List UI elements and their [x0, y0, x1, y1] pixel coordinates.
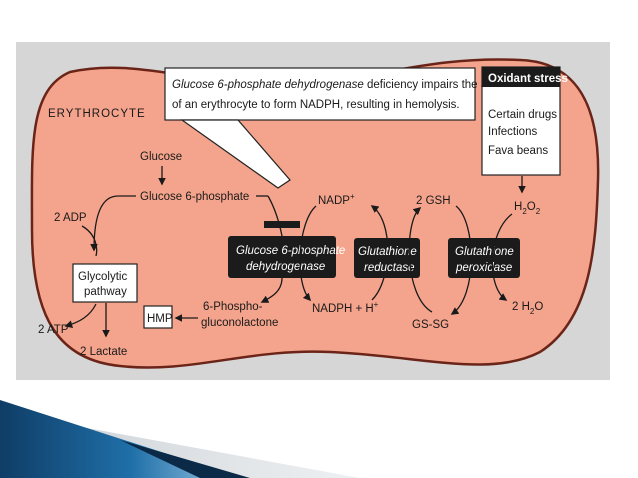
h2o2-label: H2O2: [514, 201, 541, 216]
callout-box: [164, 67, 476, 121]
h2o2-h: H: [514, 201, 522, 213]
nadp-label: NADP+: [318, 192, 355, 207]
h2o2-sub1: 2: [522, 207, 527, 216]
callout-pointer: [180, 119, 291, 189]
callout-line-2: of an erythrocyte to form NADPH, resulti…: [172, 99, 460, 111]
atp-label: 2 ATP: [38, 324, 69, 336]
slide-accent-dark: [120, 440, 250, 478]
callout-line-1: Glucose 6-phosphate dehydrogenase defici…: [172, 79, 510, 91]
glycolytic-label-2: pathway: [84, 286, 127, 298]
nadph-sup: +: [374, 300, 379, 309]
h2o2-sub2: 2: [536, 207, 541, 216]
gr-label-1: Glutathione: [358, 246, 417, 258]
gssg-label: GS-SG: [412, 319, 449, 331]
gp-label-2: peroxidase: [455, 262, 512, 274]
gssg-to-gsh-arrow: [408, 206, 433, 313]
glycolytic-label-1: Glycolytic: [78, 271, 127, 283]
gp-label-1: Glutathione: [455, 246, 514, 258]
hmp-label: HMP: [147, 313, 173, 325]
oxidant-header: [482, 67, 560, 87]
nadp-sup: +: [350, 192, 355, 201]
h2o-label: 2 H2O: [512, 301, 543, 316]
lactate-label: 2 Lactate: [80, 346, 127, 358]
adp-label: 2 ADP: [54, 212, 87, 224]
g6pd-label-1: Glucose 6-phosphate: [236, 245, 345, 257]
g6pd-label-2: dehydrogenase: [246, 261, 325, 273]
cell-label: ERYTHROCYTE: [48, 108, 146, 120]
gr-label-2: reductase: [364, 262, 415, 274]
atp-arrow: [64, 303, 97, 329]
h2o2-to-h2o-arrow: [491, 213, 513, 301]
hmp-box: [143, 305, 173, 329]
glucose-label: Glucose: [140, 151, 182, 163]
nadph-label: NADPH + H+: [312, 300, 379, 315]
nadp-text: NADP: [318, 195, 350, 207]
oxidant-item: Fava beans: [488, 145, 548, 157]
oxidant-item: Infections: [488, 126, 537, 138]
nadp-to-nadph-arrow: [299, 205, 317, 302]
nadph-text: NADPH + H: [312, 303, 374, 315]
h2o2-o: O: [527, 201, 536, 213]
callout-line-1-italic: Glucose 6-phosphate dehydrogenase: [172, 79, 364, 91]
h2o-sub: 2: [530, 307, 535, 316]
enzyme-glutathione-peroxidase: [448, 238, 520, 278]
g6pd-flow-arrow: [262, 195, 283, 302]
enzyme-glutathione-reductase: [354, 238, 420, 278]
adp-arrow: [81, 225, 98, 257]
oxidant-title: Oxidant stress: [488, 73, 568, 85]
h2o-o: O: [534, 301, 543, 313]
enzyme-g6pd: [228, 236, 336, 278]
phospho-label-1: 6-Phospho-: [203, 301, 263, 313]
gsh-label: 2 GSH: [416, 195, 451, 207]
callout-line-1-rest: deficiency impairs the ability: [364, 79, 511, 91]
glycolytic-box: [72, 263, 138, 303]
h2o-2h: 2 H: [512, 301, 530, 313]
inhibition-bar: [264, 221, 300, 228]
oxidant-item: Certain drugs: [488, 109, 557, 121]
phospho-label-2: gluconolactone: [201, 317, 278, 329]
g6p-label: Glucose 6-phosphate: [140, 191, 249, 203]
